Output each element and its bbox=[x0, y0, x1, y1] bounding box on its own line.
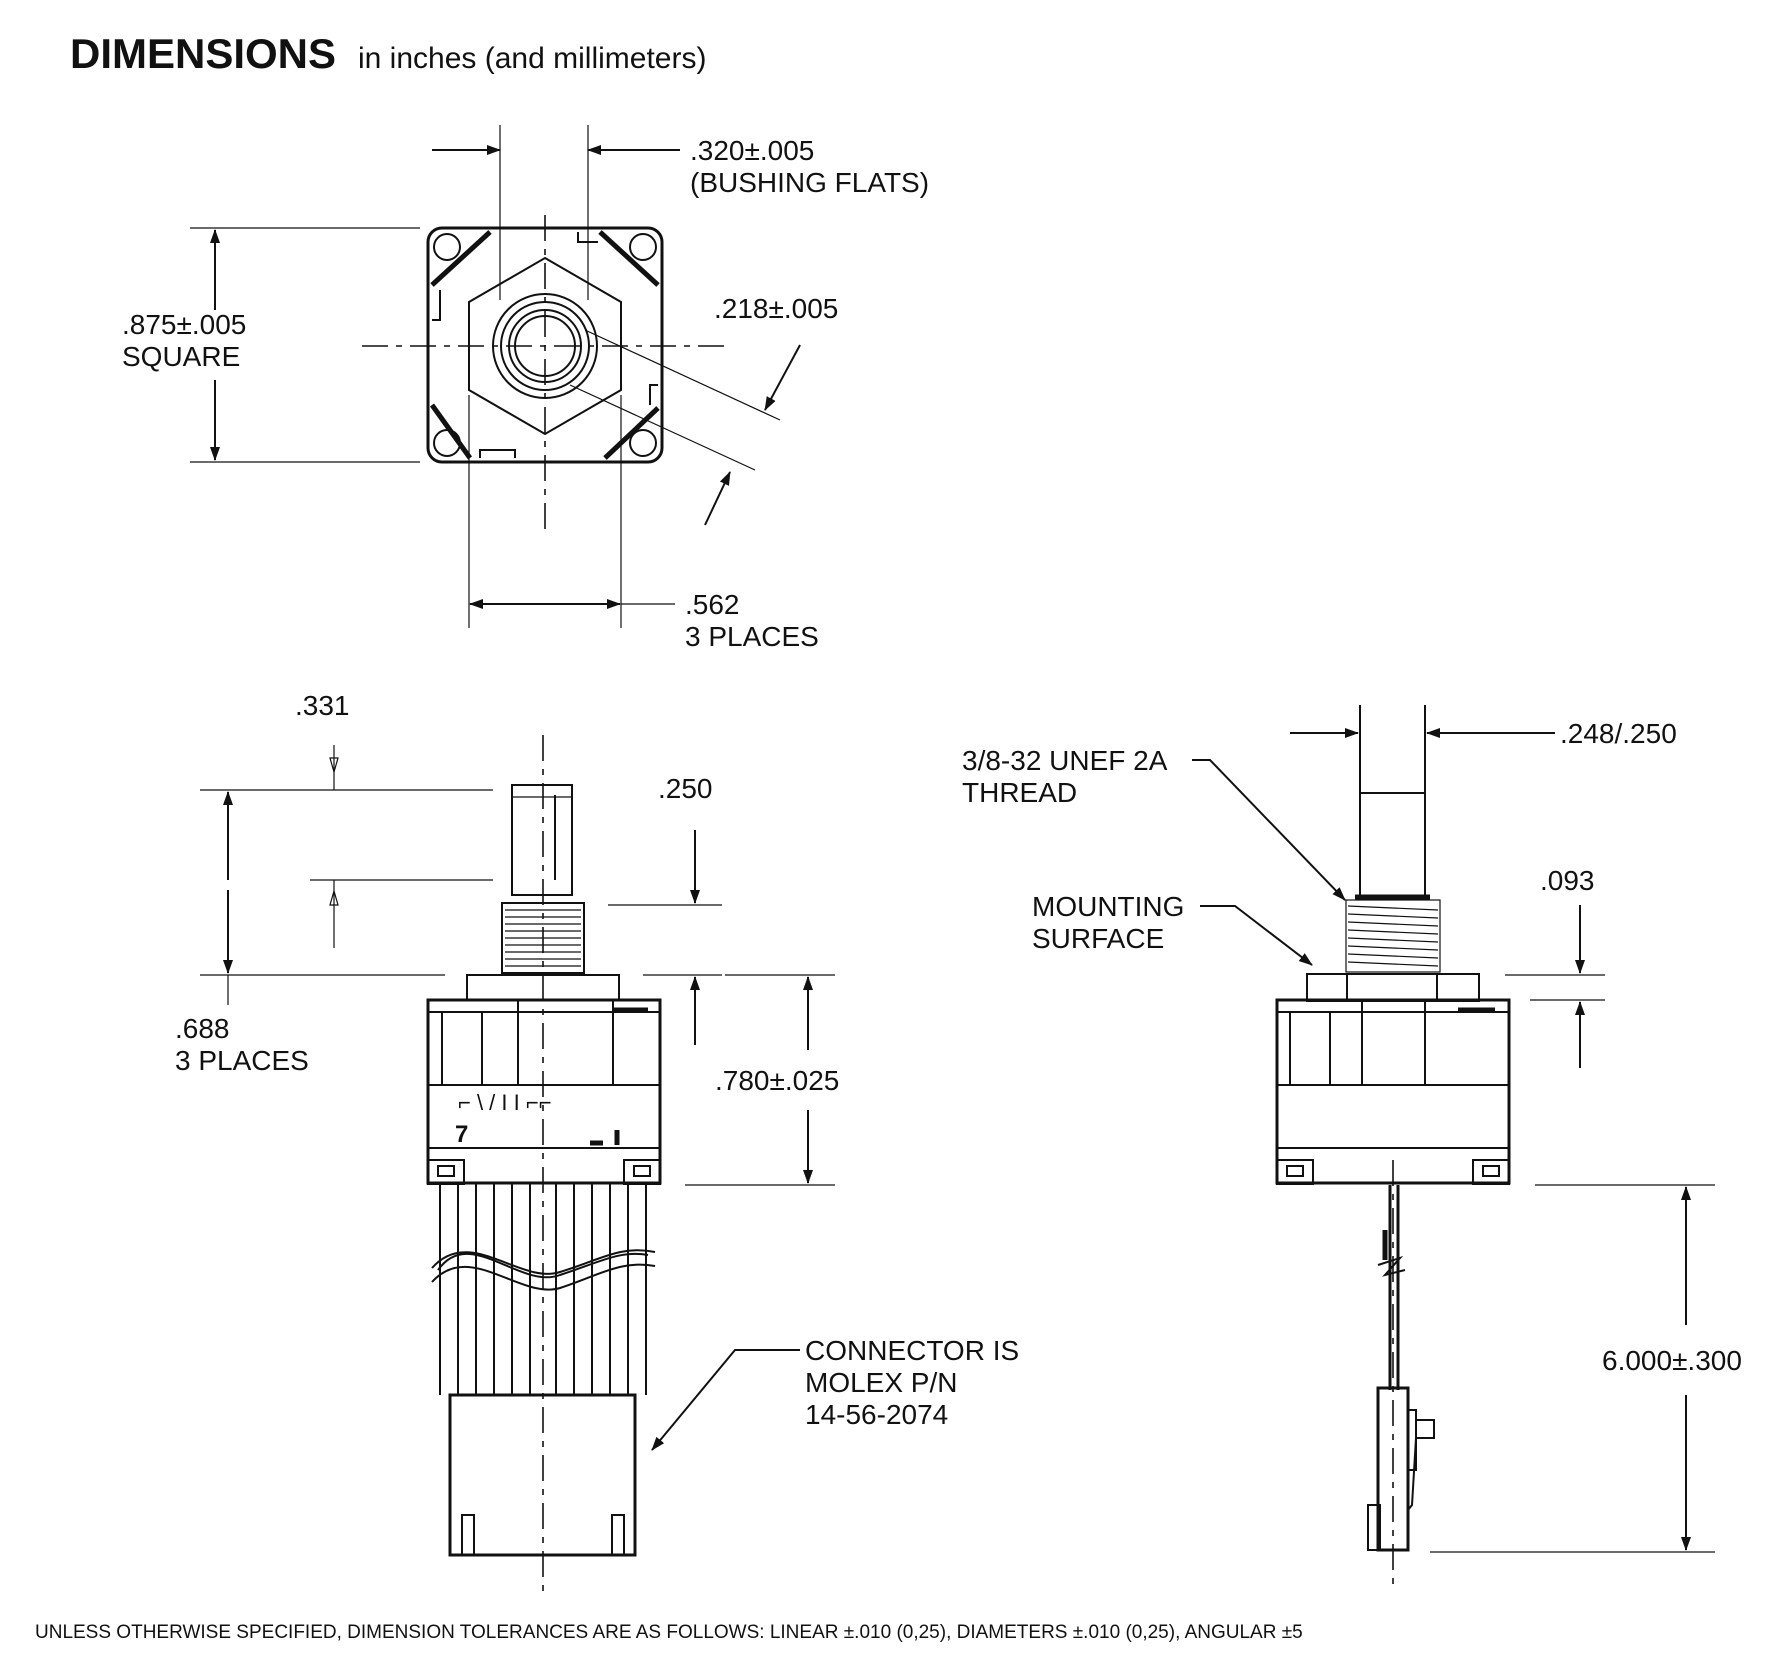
mounting-flange-right bbox=[1306, 973, 1480, 1002]
svg-text:⌐ \ / I I ⌐⌐: ⌐ \ / I I ⌐⌐ bbox=[458, 1090, 552, 1115]
thread-lines bbox=[505, 909, 581, 967]
corner-hole bbox=[433, 233, 461, 261]
slot-dimension: .250 bbox=[658, 773, 713, 804]
square-note: SQUARE bbox=[122, 341, 240, 372]
side-view-left: ⌐ \ / I I ⌐⌐ 7 bbox=[175, 690, 1019, 1595]
mounting-note-line2: SURFACE bbox=[1032, 923, 1164, 954]
flats-dimension: .320±.005 bbox=[690, 135, 814, 166]
thread-note-line2: THREAD bbox=[962, 777, 1077, 808]
thread-note-line1: 3/8-32 UNEF 2A bbox=[962, 745, 1168, 776]
mounting-note-line1: MOUNTING bbox=[1032, 891, 1184, 922]
molex-connector bbox=[448, 1393, 637, 1557]
svg-text:7: 7 bbox=[455, 1121, 468, 1148]
tolerance-footnote: UNLESS OTHERWISE SPECIFIED, DIMENSION TO… bbox=[35, 1622, 1303, 1643]
corner-hole bbox=[433, 429, 461, 457]
top-view: .320±.005 (BUSHING FLATS) .875±.005 SQUA… bbox=[122, 125, 929, 652]
page-title: DIMENSIONS bbox=[70, 30, 336, 77]
connector-note-line1: CONNECTOR IS bbox=[805, 1335, 1019, 1366]
hex-nut-outline bbox=[468, 256, 622, 436]
connector-note-line3: 14-56-2074 bbox=[805, 1399, 948, 1430]
body-height-dimension: .780±.025 bbox=[715, 1065, 839, 1096]
flange-dimension: .093 bbox=[1540, 865, 1595, 896]
thread-zigzag bbox=[1345, 899, 1441, 973]
side-view-right: .248/.250 3/8-32 UNEF 2A THREAD MOUNTING… bbox=[962, 705, 1742, 1590]
flats-note: (BUSHING FLATS) bbox=[690, 167, 929, 198]
shaft-length-note: 3 PLACES bbox=[175, 1045, 309, 1076]
shaft-length-dimension: .688 bbox=[175, 1013, 230, 1044]
bore-dimension: .218±.005 bbox=[714, 293, 838, 324]
shaft-diameter-dimension: .248/.250 bbox=[1560, 718, 1677, 749]
hex-note: 3 PLACES bbox=[685, 621, 819, 652]
connector-note-line2: MOLEX P/N bbox=[805, 1367, 957, 1398]
wire-bundle bbox=[431, 1184, 656, 1395]
threaded-bushing bbox=[501, 902, 585, 974]
shaft-top-dimension: .331 bbox=[295, 690, 350, 721]
page-subtitle: in inches (and millimeters) bbox=[358, 42, 706, 75]
lead-length-dimension: 6.000±.300 bbox=[1602, 1345, 1742, 1376]
corner-hole bbox=[629, 429, 657, 457]
corner-hole bbox=[629, 233, 657, 261]
hex-dimension: .562 bbox=[685, 589, 740, 620]
encoder-body-right bbox=[1275, 998, 1511, 1185]
square-dimension: .875±.005 bbox=[122, 309, 246, 340]
shaft bbox=[511, 784, 573, 896]
